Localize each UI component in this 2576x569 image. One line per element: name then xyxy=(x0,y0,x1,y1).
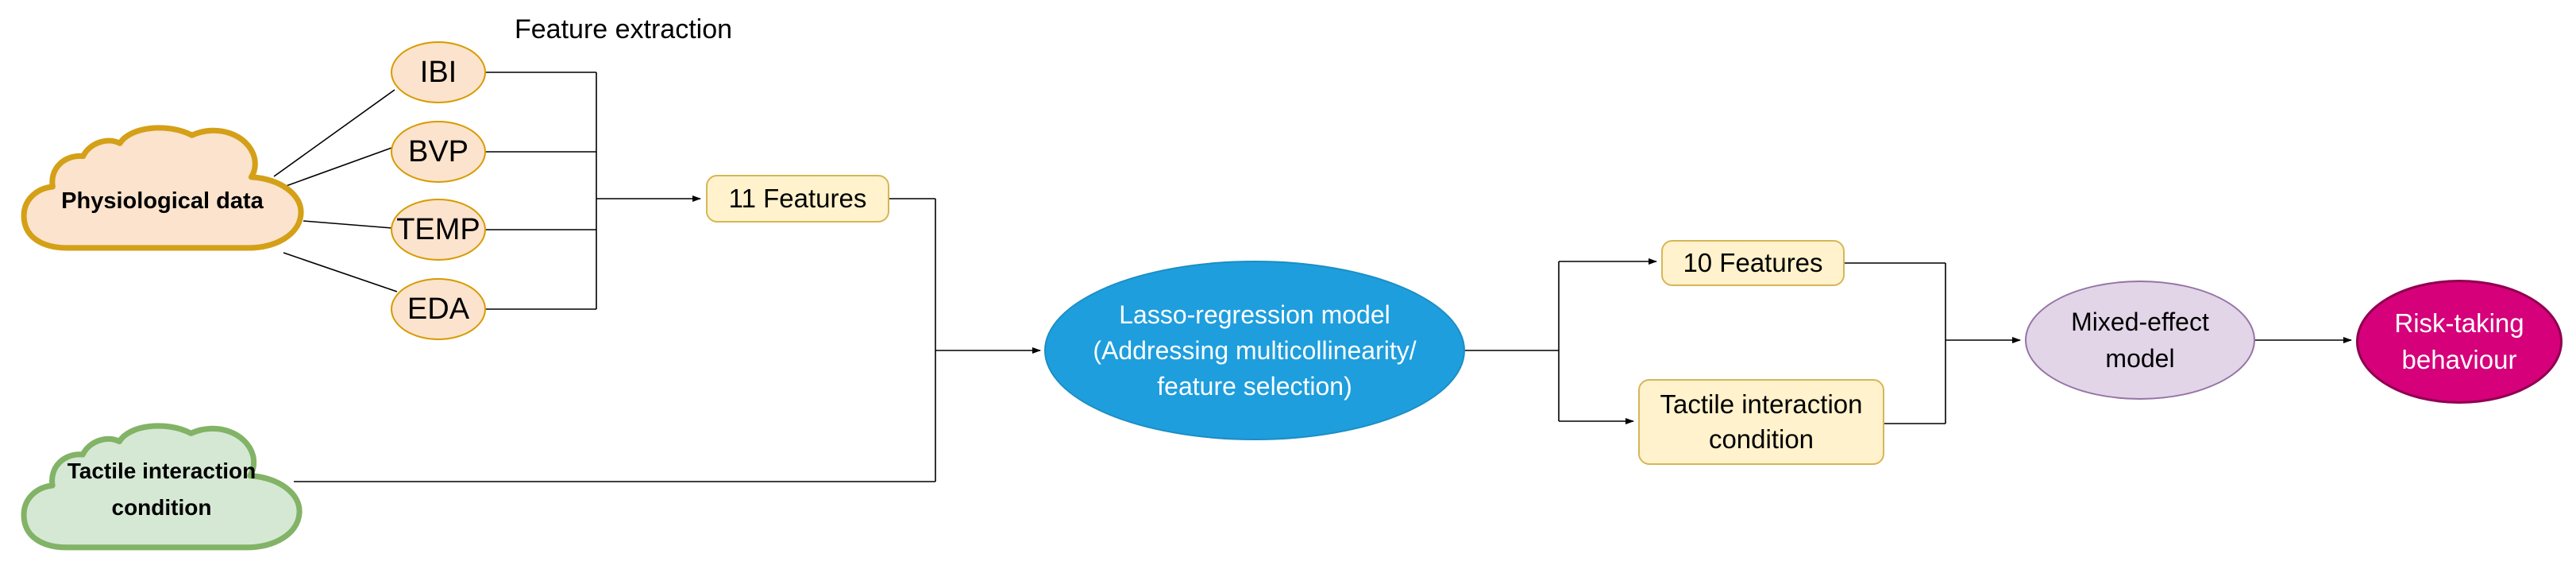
mixed-effect-label-line2: model xyxy=(2105,344,2175,373)
risk-label-line1: Risk-taking xyxy=(2394,308,2524,338)
lasso-label-line3: feature selection) xyxy=(1157,371,1352,401)
features-10-box: 10 Features xyxy=(1661,240,1845,286)
tactile-cloud-label-line2: condition xyxy=(111,495,212,520)
tactile-box-label-line1: Tactile interaction xyxy=(1660,389,1863,419)
cloud-shape-orange xyxy=(21,125,304,251)
signal-ellipse-eda: EDA xyxy=(391,278,486,340)
lasso-regression-ellipse: Lasso-regression model (Addressing multi… xyxy=(1044,261,1465,440)
risk-taking-ellipse: Risk-taking behaviour xyxy=(2356,280,2563,404)
feature-extraction-label: Feature extraction xyxy=(515,14,733,45)
physiological-data-cloud: Physiological data xyxy=(17,125,307,253)
lasso-label-line1: Lasso-regression model xyxy=(1119,300,1390,329)
features-10-label: 10 Features xyxy=(1683,248,1823,277)
features-11-label: 11 Features xyxy=(728,184,867,213)
features-11-box: 11 Features xyxy=(706,175,889,223)
lasso-label-line2: (Addressing multicollinearity/ xyxy=(1093,335,1417,365)
physiological-data-label: Physiological data xyxy=(61,188,264,214)
mixed-effect-label-line1: Mixed-effect xyxy=(2071,308,2209,336)
tactile-condition-box: Tactile interaction condition xyxy=(1638,379,1884,465)
signal-ellipse-temp: TEMP xyxy=(391,199,486,261)
connector-cloud-to-ibi xyxy=(273,89,395,177)
connector-cloud-to-eda xyxy=(283,252,398,292)
tactile-box-label-line2: condition xyxy=(1708,424,1814,454)
tactile-interaction-cloud: Tactile interaction condition xyxy=(17,423,306,552)
cloud-shape-green xyxy=(21,423,303,551)
tactile-cloud-label-line1: Tactile interaction xyxy=(67,459,256,483)
connector-cloud-to-temp xyxy=(303,220,393,229)
mixed-effect-ellipse: Mixed-effect model xyxy=(2025,281,2255,400)
signal-ellipse-bvp: BVP xyxy=(391,121,486,183)
connector-cloud-to-bvp xyxy=(279,146,395,189)
signal-ellipse-ibi: IBI xyxy=(391,41,486,103)
risk-label-line2: behaviour xyxy=(2401,345,2517,374)
